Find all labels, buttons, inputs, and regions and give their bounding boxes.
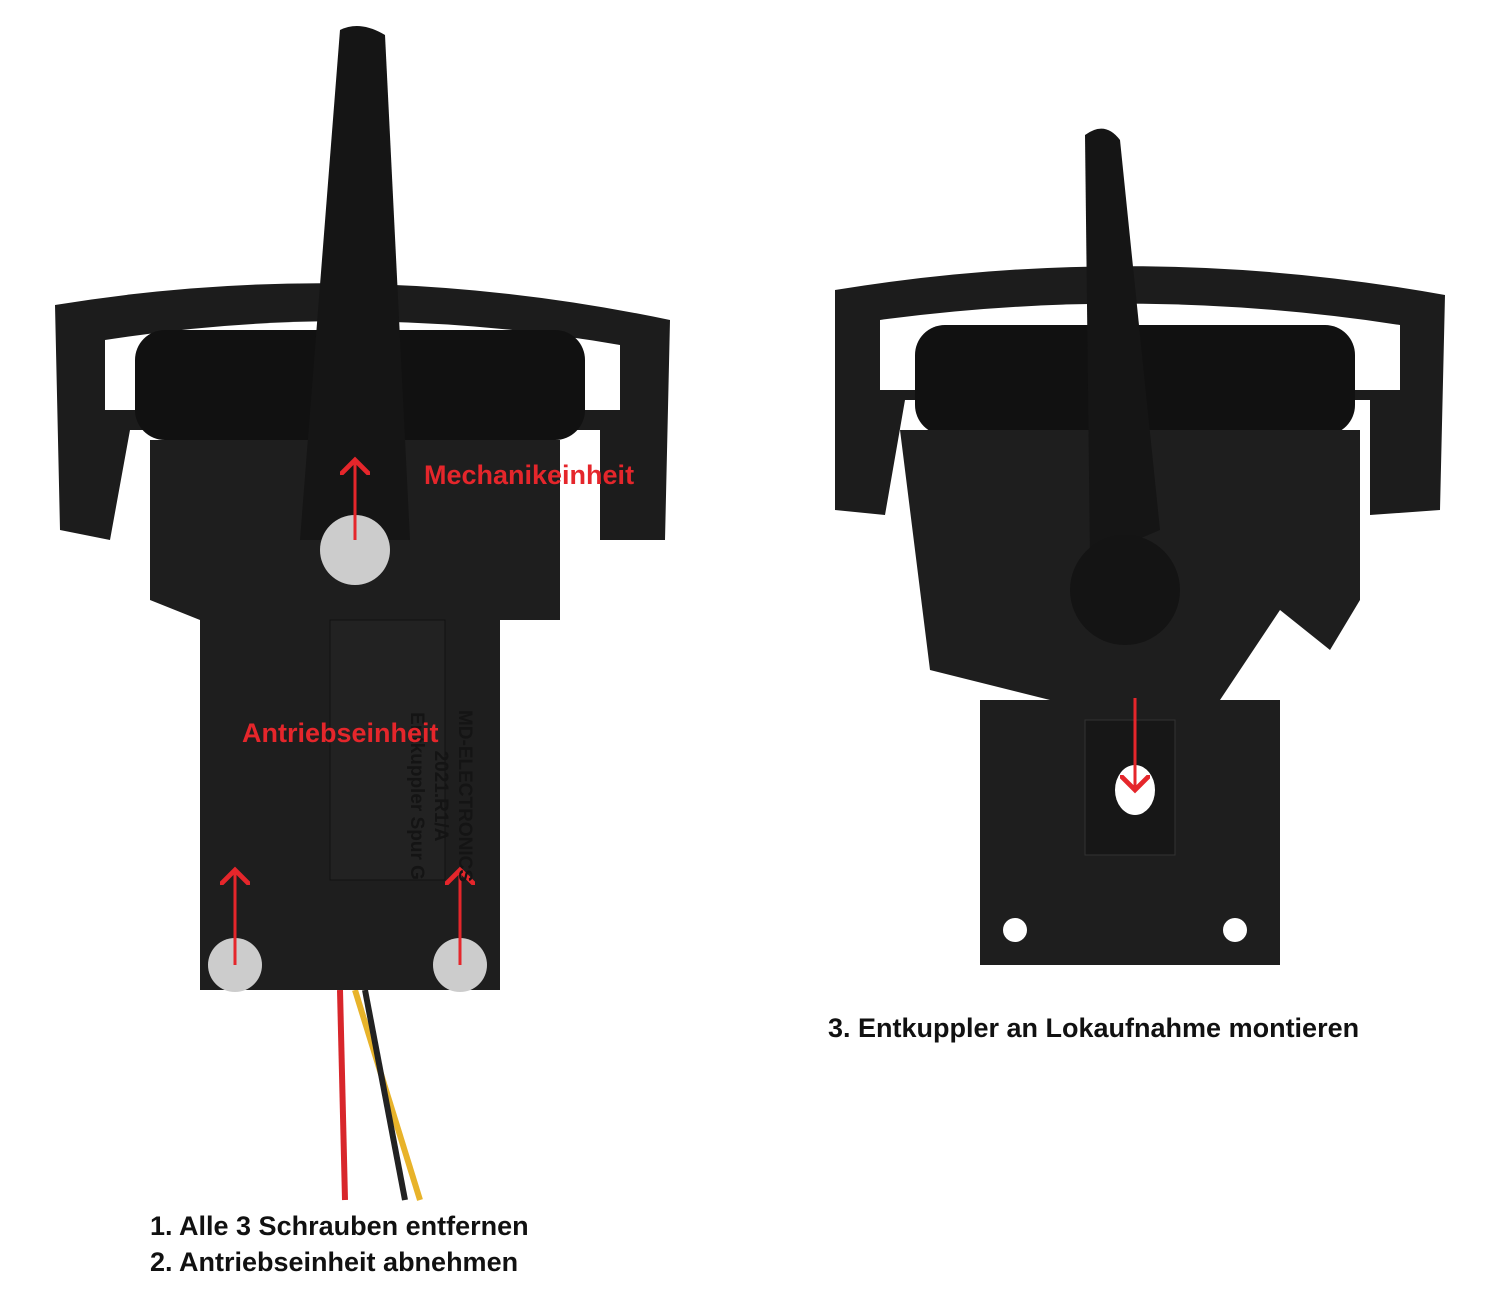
step-1: 1. Alle 3 Schrauben entfernen (150, 1211, 529, 1241)
part-marking-line: Entkuppler Spur G (406, 712, 427, 880)
part-marking-line: 2021.R1/A (430, 750, 451, 842)
step-3: 3. Entkuppler an Lokaufnahme montieren (828, 1013, 1360, 1043)
wire-red (337, 989, 348, 1201)
screw-top (320, 515, 390, 585)
step-2: 2. Antriebseinheit abnehmen (150, 1247, 519, 1277)
lever-arm (300, 26, 410, 540)
wire-black (362, 989, 408, 1201)
part-marking: MD-ELECTRONICS 2021.R1/A Entkuppler Spur… (404, 656, 476, 936)
decoupler-mechanics-unit (835, 128, 1445, 965)
decoupler-full-assembly (55, 26, 670, 1201)
label-mechanics-unit: Mechanikeinheit (424, 460, 635, 490)
label-drive-unit: Antriebseinheit (242, 718, 439, 748)
part-marking-line: MD-ELECTRONICS (454, 709, 475, 883)
